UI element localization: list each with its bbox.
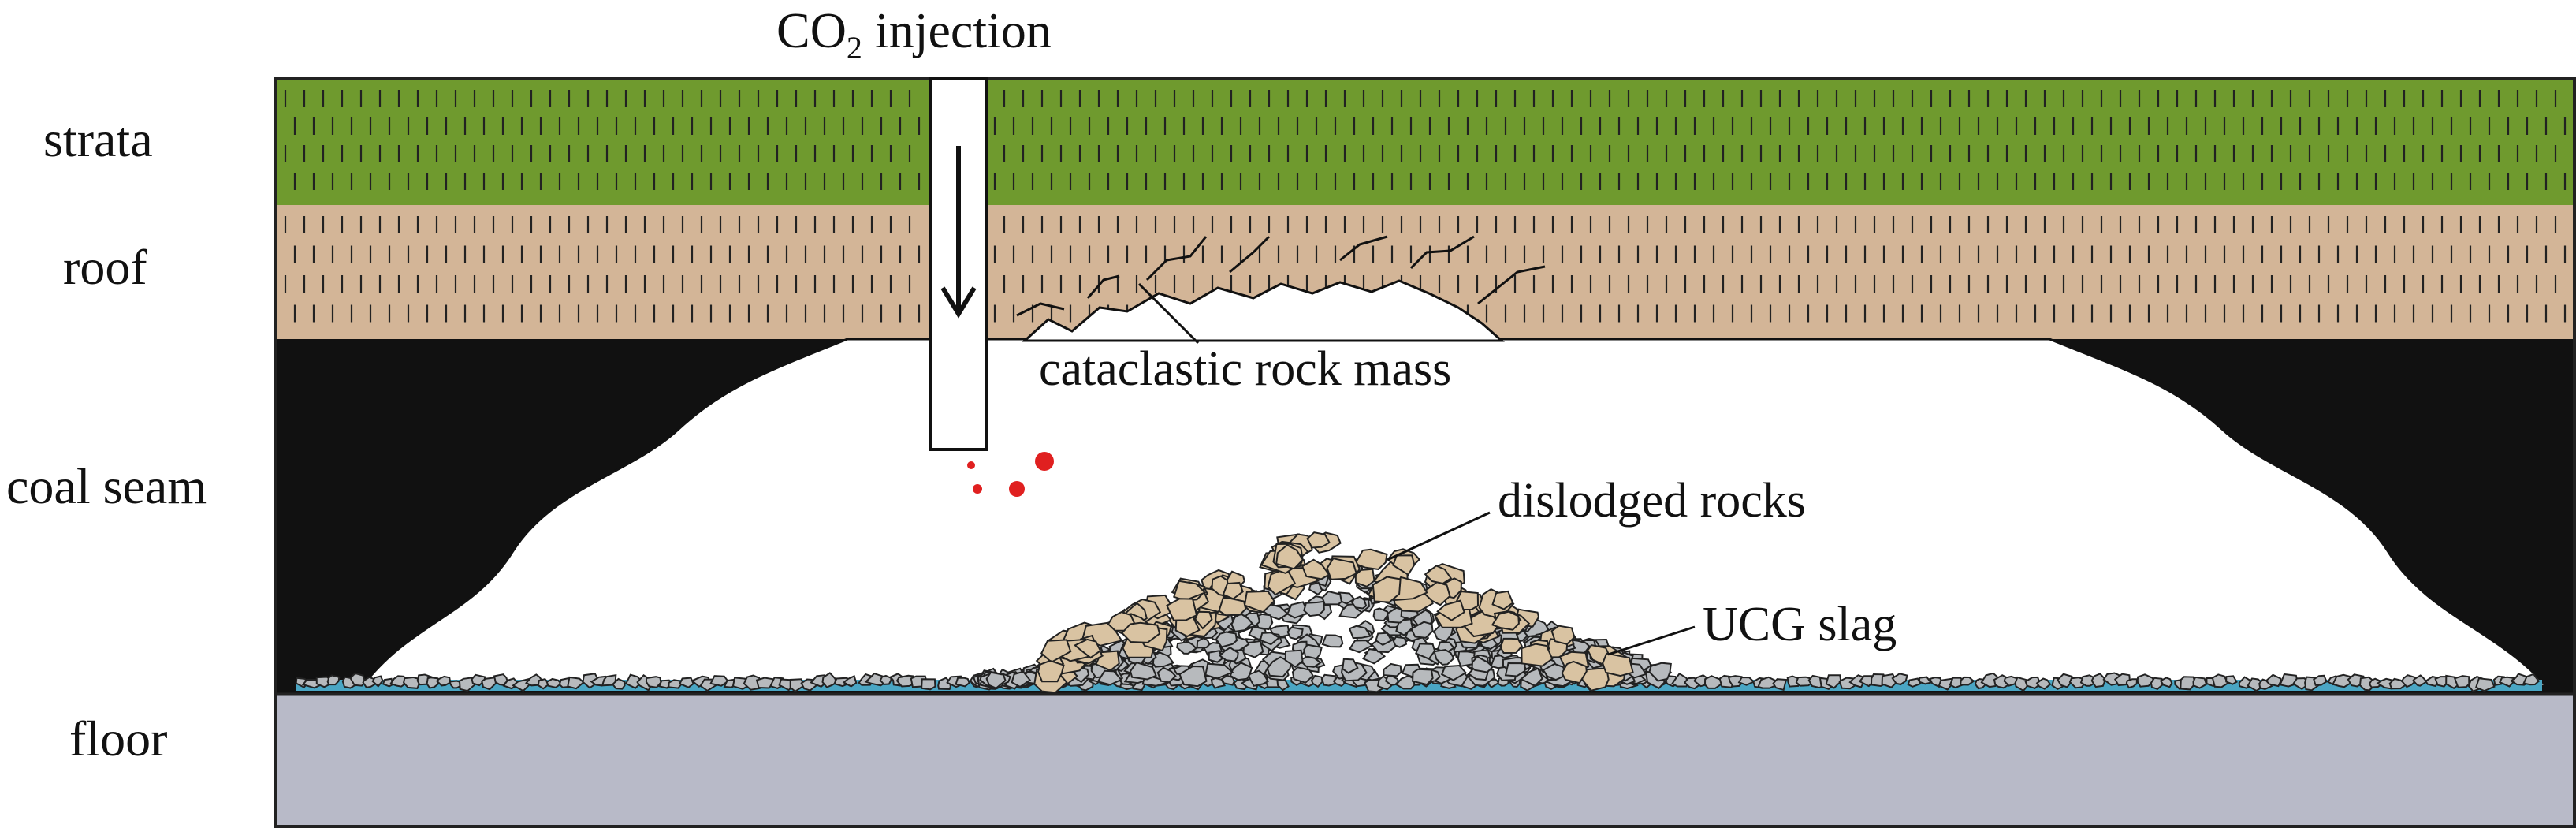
dislodged-rocks-pile (1033, 531, 1634, 694)
floor-layer (276, 694, 2576, 828)
roof-label: roof (63, 239, 147, 295)
floor-label: floor (69, 711, 167, 766)
section-frame (274, 77, 2576, 828)
dislodged-label: dislodged rocks (1498, 474, 1806, 528)
cataclastic-rock-mass (1022, 279, 1505, 342)
co2-bubble-icon (967, 452, 1054, 497)
gasification-cavity (359, 338, 2549, 688)
slag-leader (1607, 625, 1696, 656)
slag-label: UCG slag (1703, 598, 1897, 651)
coal-seam-label: coal seam (6, 458, 207, 514)
strata-layer (276, 79, 2576, 205)
dislodged-leader (1387, 511, 1491, 561)
cataclastic-leader (1137, 282, 1200, 345)
strata-texture (284, 90, 2567, 190)
cataclastic-label: cataclastic rock mass (1039, 342, 1451, 396)
roof-texture (284, 216, 2567, 323)
strata-label: strata (43, 111, 153, 167)
co2-injection-title: CO2 injection (776, 2, 1052, 65)
down-arrow-icon (940, 146, 977, 319)
roof-cracks (1016, 235, 1546, 317)
